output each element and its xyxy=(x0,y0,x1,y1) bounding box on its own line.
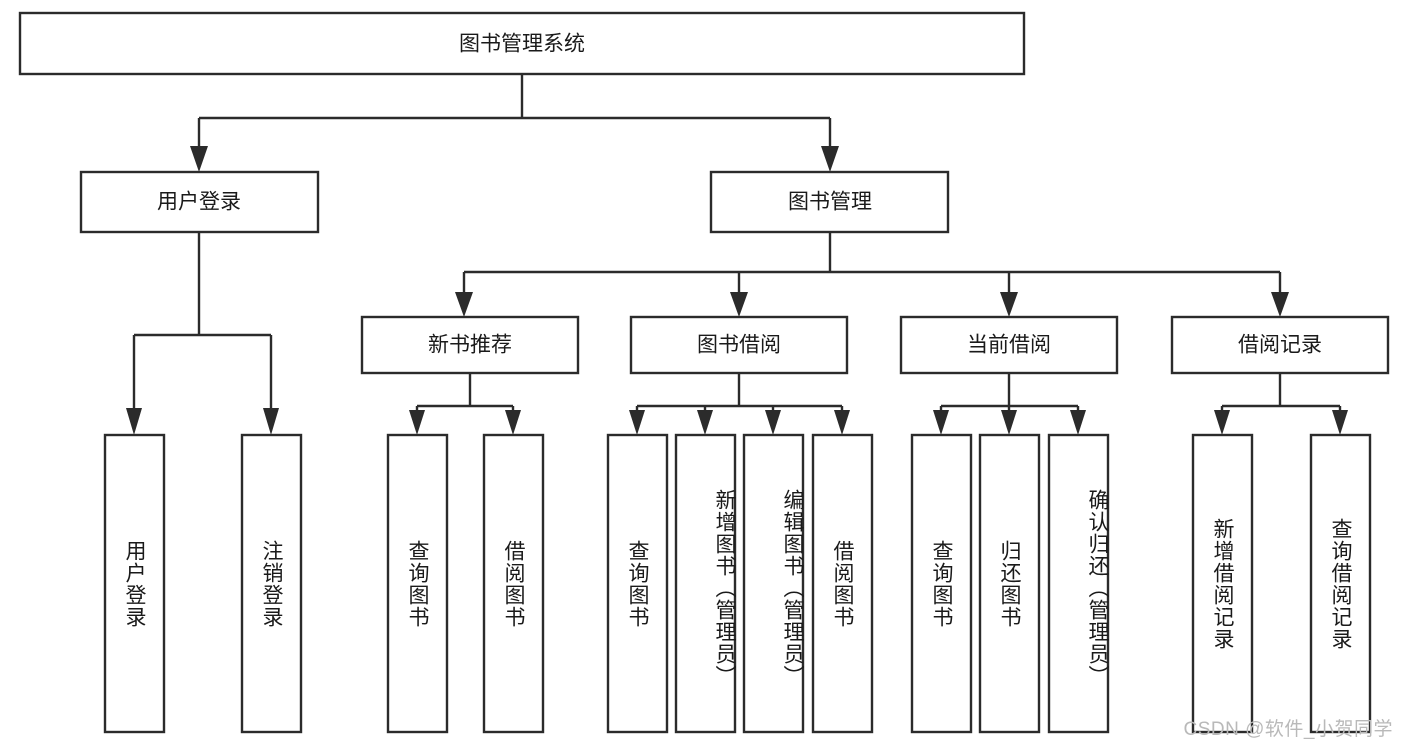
connector-borrowrecord-to-leaves xyxy=(1214,373,1348,435)
leaf-box-current-borrow-2[interactable] xyxy=(978,433,1041,734)
leaf-box-book-borrow-1[interactable] xyxy=(606,433,669,734)
leaf-box-user-login-2[interactable] xyxy=(240,433,303,734)
arrow-head-user-login xyxy=(190,146,208,172)
node-root[interactable]: 图书管理系统 xyxy=(18,11,1026,76)
node-book-borrow-label: 图书借阅 xyxy=(697,334,781,357)
arrow-head-leaf-u1 xyxy=(126,408,142,435)
node-borrow-record-label: 借阅记录 xyxy=(1238,334,1322,357)
arrow-head-leaf-c1 xyxy=(933,410,949,435)
leaf-box-book-borrow-2[interactable] xyxy=(674,433,737,734)
node-book-borrow-box[interactable] xyxy=(629,315,849,375)
leaf-box-user-login-1[interactable] xyxy=(103,433,166,734)
leaf-box-current-borrow-3[interactable] xyxy=(1047,433,1110,734)
arrow-head-leaf-r1 xyxy=(1214,410,1230,435)
leaf-box-book-borrow-3[interactable] xyxy=(742,433,805,734)
node-root-box[interactable] xyxy=(18,11,1026,76)
node-borrow-record-box[interactable] xyxy=(1170,315,1390,375)
connector-root-to-level2 xyxy=(190,74,839,172)
node-root-label: 图书管理系统 xyxy=(459,33,585,56)
arrow-head-leaf-b2 xyxy=(697,410,713,435)
node-book-manage-box[interactable] xyxy=(709,170,950,234)
arrow-head-leaf-n1 xyxy=(409,410,425,435)
leaf-box-new-book-rec-1[interactable] xyxy=(386,433,449,734)
node-current-borrow-label: 当前借阅 xyxy=(967,334,1051,357)
leaf-box-new-book-rec-2[interactable] xyxy=(482,433,545,734)
node-borrow-record[interactable]: 借阅记录 xyxy=(1170,315,1390,375)
node-new-book-rec[interactable]: 新书推荐 xyxy=(360,315,580,375)
connector-newbookrec-to-leaves xyxy=(409,373,521,435)
arrow-head-leaf-n2 xyxy=(505,410,521,435)
node-book-manage[interactable]: 图书管理 xyxy=(709,170,950,234)
node-book-borrow[interactable]: 图书借阅 xyxy=(629,315,849,375)
node-user-login-label: 用户登录 xyxy=(157,191,241,214)
arrow-head-book-manage xyxy=(821,146,839,172)
node-user-login[interactable]: 用户登录 xyxy=(79,170,320,234)
node-current-borrow-box[interactable] xyxy=(899,315,1119,375)
leaf-box-borrow-record-2[interactable] xyxy=(1309,433,1372,734)
connector-bookmanage-to-level3 xyxy=(455,232,1289,317)
arrow-head-leaf-c2 xyxy=(1001,410,1017,435)
leaf-box-book-borrow-4[interactable] xyxy=(811,433,874,734)
node-new-book-rec-box[interactable] xyxy=(360,315,580,375)
arrow-head-leaf-c3 xyxy=(1070,410,1086,435)
node-new-book-rec-label: 新书推荐 xyxy=(428,334,512,357)
node-user-login-box[interactable] xyxy=(79,170,320,234)
connector-bookborrow-to-leaves xyxy=(629,373,850,435)
connector-userlogin-to-leaves xyxy=(126,232,279,435)
arrow-head-new-book-rec xyxy=(455,292,473,317)
arrow-head-leaf-u2 xyxy=(263,408,279,435)
watermark-text: CSDN @软件_小贺同学 xyxy=(1183,719,1393,740)
arrow-head-leaf-b1 xyxy=(629,410,645,435)
node-current-borrow[interactable]: 当前借阅 xyxy=(899,315,1119,375)
arrow-head-borrow-record xyxy=(1271,292,1289,317)
node-book-manage-label: 图书管理 xyxy=(788,191,872,214)
arrow-head-leaf-r2 xyxy=(1332,410,1348,435)
leaf-box-current-borrow-1[interactable] xyxy=(910,433,973,734)
connector-currentborrow-to-leaves xyxy=(933,373,1086,435)
arrow-head-book-borrow xyxy=(730,292,748,317)
leaf-box-borrow-record-1[interactable] xyxy=(1191,433,1254,734)
arrow-head-leaf-b3 xyxy=(765,410,781,435)
arrow-head-current-borrow xyxy=(1000,292,1018,317)
arrow-head-leaf-b4 xyxy=(834,410,850,435)
